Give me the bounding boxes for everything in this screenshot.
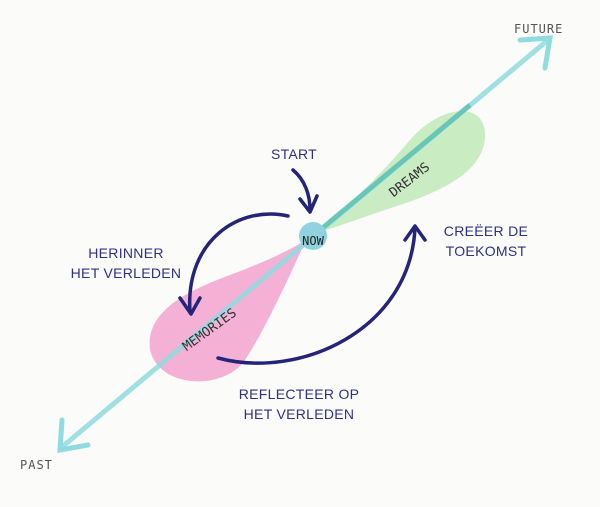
start-label: START bbox=[270, 146, 318, 162]
remember-label-line1: HERINNER bbox=[88, 245, 164, 261]
remember-label: HERINNER HET VERLEDEN bbox=[46, 243, 206, 283]
future-label: FUTURE bbox=[514, 22, 564, 36]
dreams-axis-segment bbox=[318, 103, 472, 232]
reflect-label-line1: REFLECTEER OP bbox=[238, 386, 360, 402]
reflect-label: REFLECTEER OP HET VERLEDEN bbox=[224, 384, 374, 424]
remember-arrowhead-icon bbox=[178, 296, 202, 316]
remember-label-line2: HET VERLEDEN bbox=[70, 265, 182, 281]
now-label: NOW bbox=[302, 234, 324, 248]
remember-arrow bbox=[188, 212, 290, 314]
reflect-arrowhead-icon bbox=[403, 224, 427, 242]
create-label-line1: CREËER DE bbox=[443, 223, 529, 239]
create-label-line2: TOEKOMST bbox=[445, 243, 527, 259]
now-circle bbox=[299, 222, 327, 250]
start-arrow bbox=[291, 168, 312, 212]
future-arrowhead-icon bbox=[517, 35, 553, 71]
past-arrowhead-icon bbox=[57, 417, 91, 454]
dreams-petal bbox=[318, 111, 485, 232]
start-arrowhead-icon bbox=[298, 194, 319, 214]
past-label: PAST bbox=[20, 458, 53, 472]
create-label: CREËER DE TOEKOMST bbox=[430, 221, 542, 261]
reflect-label-line2: HET VERLEDEN bbox=[243, 406, 355, 422]
reflect-arrow bbox=[216, 226, 417, 365]
